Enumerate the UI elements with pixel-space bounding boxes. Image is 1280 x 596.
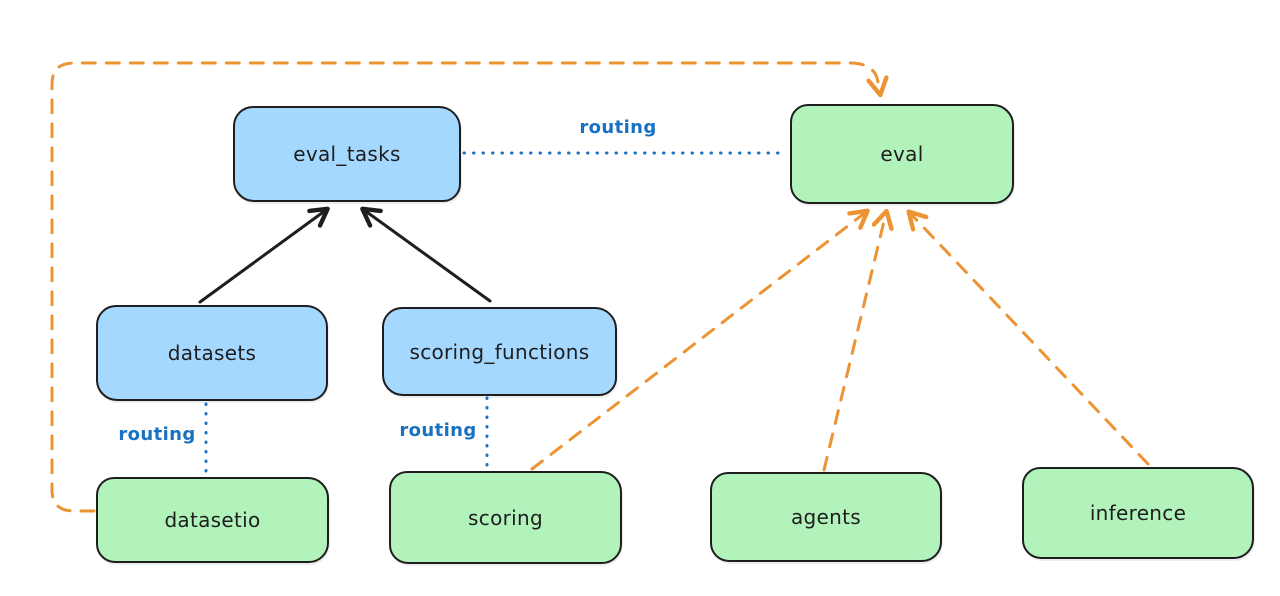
edge-agents-to-eval bbox=[822, 208, 894, 472]
edge-label-routing-eval-tasks-eval: routing bbox=[579, 117, 657, 138]
node-agents-label: agents bbox=[791, 505, 861, 529]
node-agents: agents bbox=[710, 472, 942, 562]
edge-datasetio-to-eval bbox=[50, 61, 889, 513]
edge-scoring-functions-to-eval-tasks bbox=[360, 206, 492, 303]
node-datasets: datasets bbox=[96, 305, 328, 401]
edge-label-routing-datasets-datasetio: routing bbox=[118, 424, 196, 445]
node-scoring: scoring bbox=[389, 471, 622, 564]
edge-datasets-to-eval-tasks bbox=[198, 206, 330, 304]
node-eval-label: eval bbox=[880, 142, 924, 166]
node-eval-tasks-label: eval_tasks bbox=[293, 142, 401, 166]
edge-inference-to-eval bbox=[906, 209, 1150, 466]
edge-label-routing-scoring-functions-scoring: routing bbox=[399, 420, 477, 441]
node-datasetio: datasetio bbox=[96, 477, 329, 563]
node-datasets-label: datasets bbox=[167, 341, 257, 365]
node-scoring-functions-label: scoring_functions bbox=[409, 339, 590, 364]
node-inference: inference bbox=[1022, 467, 1254, 559]
node-inference-label: inference bbox=[1089, 501, 1187, 525]
node-eval: eval bbox=[790, 104, 1014, 204]
node-scoring-label: scoring bbox=[468, 505, 543, 530]
node-eval-tasks: eval_tasks bbox=[233, 106, 461, 202]
node-datasetio-label: datasetio bbox=[164, 508, 261, 532]
node-scoring-functions: scoring_functions bbox=[382, 307, 617, 396]
